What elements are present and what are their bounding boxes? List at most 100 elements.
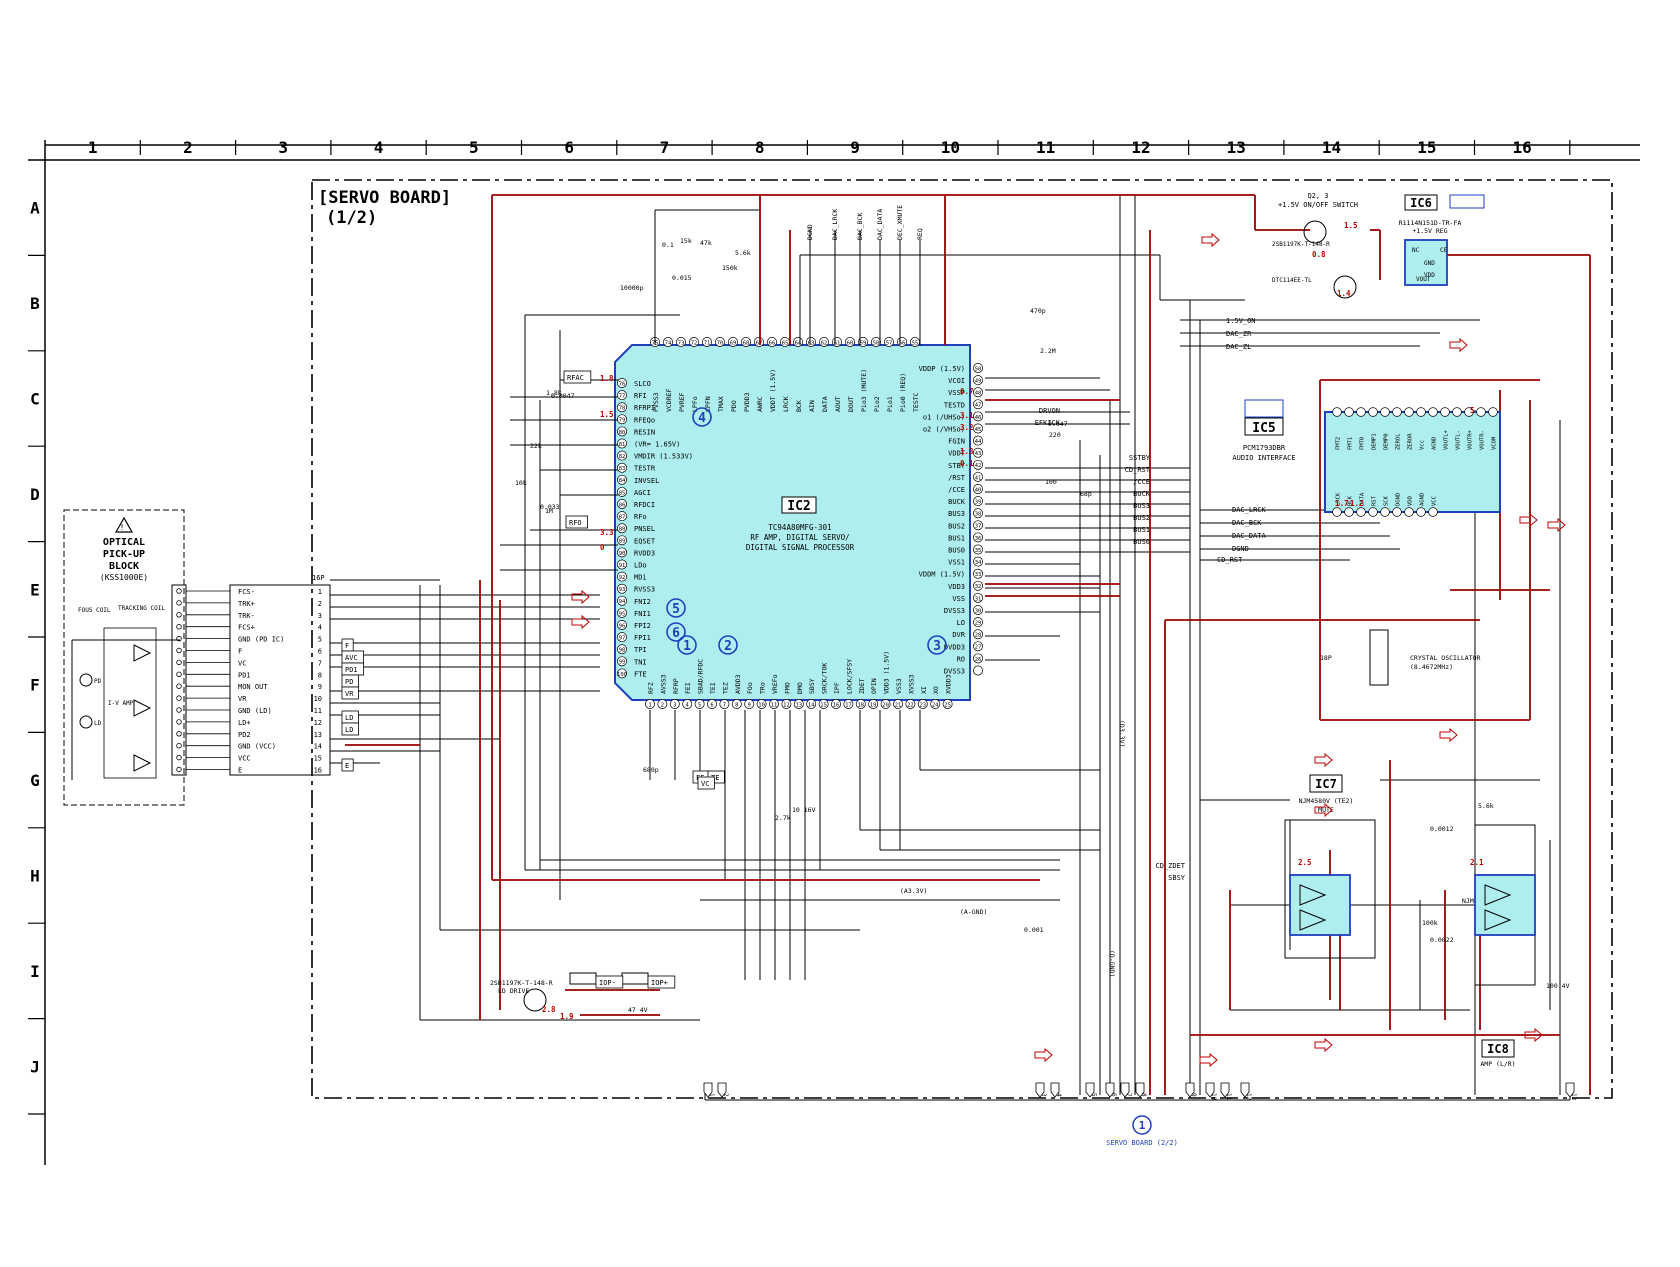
ic2-left-pin-number: 93: [619, 587, 626, 593]
connector-pin-number: 10: [314, 695, 322, 703]
row-label: A: [30, 199, 40, 218]
ic2-left-pin-name: TESTR: [634, 465, 656, 473]
ref-marker: 4: [698, 411, 706, 426]
ic2-top-pin-name: Pio2: [873, 396, 881, 412]
ic5-top-pin-name: FMT1: [1348, 437, 1354, 450]
ic2-right-pin-name: VDDP (1.5V): [919, 365, 965, 373]
ic2-left-pin-number: 83: [619, 466, 626, 472]
ic2-right-pin-name: DVSS3: [944, 668, 965, 676]
top-signal-label: 1.5V_ON: [1226, 317, 1256, 325]
ic2-right-pin-name: DVR: [952, 631, 965, 639]
connector-pin-number: 15: [314, 755, 322, 763]
ic2-right-pin-name: o2 (/VHSo): [923, 426, 965, 434]
ic5-top-pin-name: VOUTR+: [1468, 429, 1474, 450]
connector-pin-name: E: [238, 767, 242, 775]
ic2-bottom-pin-name: AVDD3: [734, 674, 742, 694]
connector-pin-name: VCC: [238, 755, 251, 763]
ic2-right-pin-name: /RST: [948, 474, 966, 482]
ic8-group: IC8 NJM4580V (TE2) AMP (L/R): [1462, 824, 1536, 1068]
connector-pin-number: 8: [318, 671, 322, 679]
ic2-bottom-pin-number: 8: [735, 702, 738, 708]
passive-value: 68p: [1080, 490, 1092, 498]
voltage-reading: 1.5: [600, 410, 614, 419]
ic5-signal-label: DAC_DATA: [1232, 532, 1267, 540]
passive-value: 5.6k: [1478, 802, 1494, 810]
ic2-right-pin-name: RO: [957, 655, 965, 663]
ic6-pin-name: GND: [1424, 260, 1435, 267]
ic5-signal-label: CD_RST: [1217, 556, 1243, 564]
ic2-right-pin-number: 44: [975, 439, 982, 445]
ic2-left-pin-number: 94: [619, 599, 626, 605]
ic5-top-pin-name: FMT2: [1336, 437, 1342, 450]
ic5-top-pin-name: VOUTL-: [1456, 430, 1462, 450]
ic8-desc: AMP (L/R): [1480, 1060, 1515, 1068]
ic2-top-pin-name: AWRC: [756, 396, 764, 412]
column-label: 11: [1036, 138, 1055, 157]
ic5-bottom-pin-name: LRCK: [1336, 492, 1342, 506]
column-label: 10: [941, 138, 960, 157]
ic2-right-pin-name: BUS3: [948, 510, 965, 518]
bus-label: (A-GND): [960, 908, 987, 916]
test-point-label: IOP+: [651, 979, 668, 987]
ic5-bottom-pin-name: VCC: [1432, 496, 1438, 506]
ic2-signal-label: BUS3: [1133, 502, 1150, 510]
voltage-reading: 2.8: [542, 1005, 556, 1014]
ic2-right-pin-name: STBY: [948, 462, 966, 470]
voltage-reading: 0.8: [1312, 250, 1326, 259]
ic6-part: R1114N151D-TR-FA: [1399, 219, 1462, 227]
iv-amp-label: I-V AMP: [108, 700, 134, 707]
ic2-left-pin-number: 97: [619, 636, 626, 642]
ic2-bottom-pin-number: 20: [882, 702, 889, 708]
voltage-reading: 0.1: [960, 459, 974, 468]
crystal-label: CRYSTAL OSCILLATOR: [1410, 654, 1481, 662]
ic2-top-pin-name: LPFN: [704, 396, 712, 412]
bus-label: (D-GND): [1108, 950, 1116, 977]
ic2-signal-label: SSTBY: [1129, 454, 1151, 462]
bottom-connector-number: 11: [1225, 1093, 1232, 1101]
ic2-left-pin-number: 88: [619, 527, 626, 533]
ic2-right-pin-number: 48: [975, 391, 982, 397]
ic2-left-pin-name: LDo: [634, 562, 647, 570]
ic2-top-pin-name: TMAX: [717, 396, 725, 412]
ic2-right-pin-name: /CCE: [948, 486, 965, 494]
column-label: 3: [278, 138, 288, 157]
ic2-bottom-pin-name: LOCK/SFSY: [845, 659, 853, 694]
passive-value: 0.047: [1048, 420, 1068, 428]
ic2-top-pin-name: Pio0 (REQ): [899, 373, 907, 412]
ic2-top-pin-number: 65: [782, 340, 789, 346]
ic2-bottom-pin-name: TRo: [759, 682, 767, 694]
flow-arrow-icon: [1314, 802, 1333, 818]
connector-pin-name: TRK-: [238, 612, 255, 620]
dac-signal-label: DEC_XMUTE: [896, 205, 904, 240]
ic2-left-pin-number: 100: [617, 672, 627, 678]
ic2-left-pin-number: 96: [619, 623, 626, 629]
signal-labels: DRVONEFKICKSSTBYCD_RST/CCEBUCKBUS3BUS2BU…: [806, 205, 1267, 882]
ic2-bottom-pin-name: FMO: [783, 682, 791, 694]
ic2-top-pin-number: 74: [665, 340, 672, 346]
voltage-reading: 1.8: [600, 374, 614, 383]
ic2-left-pin-name: RFo: [634, 513, 647, 521]
ic5-top-pin-name: VCOM: [1492, 436, 1498, 450]
passive-value: 47 4V: [628, 1006, 648, 1014]
test-point-label: TE: [711, 774, 719, 782]
connector-16p: 16P: [171, 574, 331, 776]
ic6-desc: +1.5V REG: [1412, 227, 1447, 235]
ic5-top-pin-name: ZEROL: [1396, 433, 1402, 450]
focus-coil-label: FOUS COIL: [78, 607, 111, 614]
connector-pin-name: GND (PD IC): [238, 636, 284, 644]
voltage-reading: 1.3: [960, 447, 974, 456]
row-label: B: [30, 294, 40, 313]
ic7-body: [1289, 874, 1351, 936]
row-label: E: [30, 580, 40, 599]
ic2-bottom-pin-name: XVSS3: [907, 674, 915, 694]
ic2-bottom-pins: RFZ1AVSS32RFRP3FEI4SBAD/RFDC5TEI6TEZ7AVD…: [645, 651, 953, 709]
ic2-right-pin-name: o1 (/UHSo): [923, 413, 965, 421]
ic2-left-pin-name: RVSS3: [634, 586, 655, 594]
passive-value: 10 16V: [792, 806, 816, 814]
connector-pin-number: 9: [318, 683, 322, 691]
ic5-part: PCM1793DBR: [1243, 444, 1286, 452]
ic2-bottom-pin-number: 25: [944, 702, 951, 708]
